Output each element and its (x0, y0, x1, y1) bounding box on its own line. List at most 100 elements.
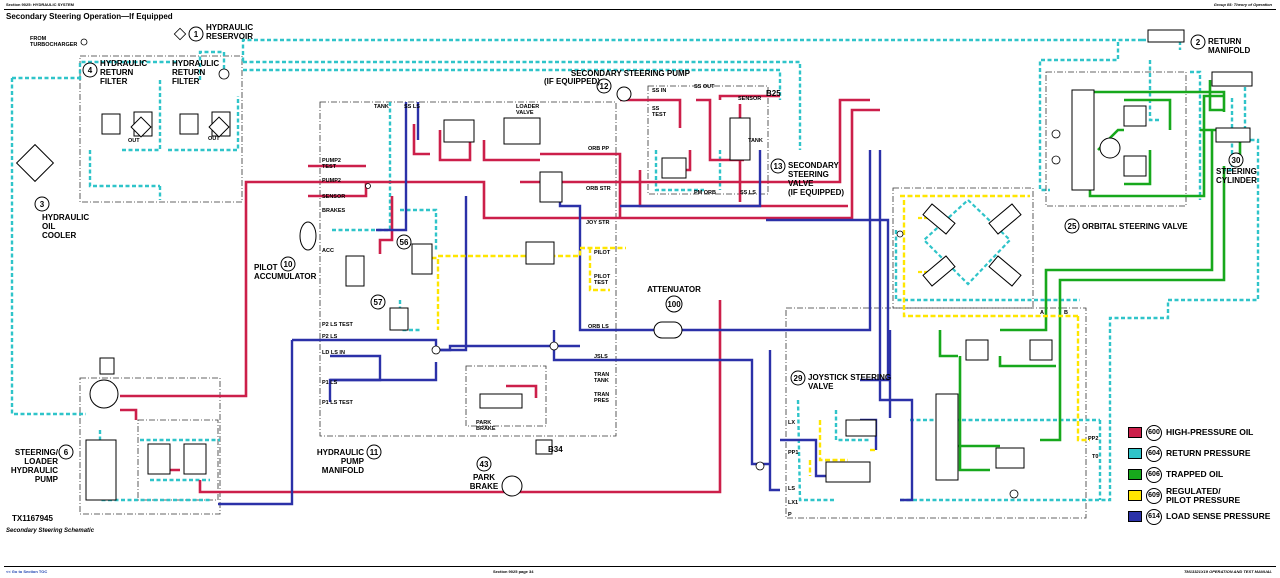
legend-label: RETURN PRESSURE (1166, 448, 1251, 458)
balloon-56: 56 (396, 234, 412, 250)
legend: 600 HIGH-PRESSURE OIL 604 RETURN PRESSUR… (1128, 422, 1270, 527)
legend-number: 604 (1146, 445, 1162, 462)
svg-text:P2 LS: P2 LS (322, 334, 338, 340)
svg-text:P: P (788, 512, 792, 518)
label-orbital-valve: ORBITAL STEERING VALVE (1082, 222, 1188, 231)
svg-text:P1 LS: P1 LS (322, 380, 338, 386)
svg-text:SS LS: SS LS (740, 190, 756, 196)
legend-label: TRAPPED OIL (1166, 469, 1224, 479)
svg-text:PP2: PP2 (1088, 436, 1098, 442)
balloon-3: 3 (34, 196, 50, 212)
balloon-6: 6 (58, 444, 74, 460)
legend-item-pilot: 609 REGULATED/ PILOT PRESSURE (1128, 485, 1270, 506)
footer-rule (4, 566, 1276, 567)
svg-text:P1 LS TEST: P1 LS TEST (322, 400, 354, 406)
svg-text:1: 1 (194, 30, 199, 39)
legend-swatch (1128, 427, 1142, 438)
svg-text:JSLS: JSLS (594, 354, 608, 360)
diverter-valves (922, 203, 1022, 287)
legend-label: HIGH-PRESSURE OIL (1166, 427, 1254, 437)
svg-text:25: 25 (1068, 222, 1077, 231)
footer-page: Section 9025 page 34 (493, 569, 534, 574)
svg-text:SS IN: SS IN (652, 88, 666, 94)
label-out-1: OUT (128, 138, 140, 144)
footer-manual: TM13321X19 OPERATION AND TEST MANUAL (1183, 569, 1272, 574)
legend-swatch (1128, 511, 1142, 522)
legend-number: 614 (1146, 508, 1162, 525)
svg-text:43: 43 (480, 460, 489, 469)
balloon-10: 10 (280, 256, 296, 272)
svg-text:PP1: PP1 (788, 450, 798, 456)
legend-label: LOAD SENSE PRESSURE (1166, 511, 1271, 521)
svg-text:PUMP2: PUMP2 (322, 178, 341, 184)
legend-swatch (1128, 448, 1142, 459)
svg-text:SS OUT: SS OUT (694, 84, 715, 90)
svg-text:ACC: ACC (322, 248, 334, 254)
svg-text:BRAKES: BRAKES (322, 208, 346, 214)
svg-text:6: 6 (64, 448, 69, 457)
balloon-1: 1 (188, 26, 204, 42)
legend-item-return: 604 RETURN PRESSURE (1128, 443, 1270, 464)
svg-text:12: 12 (600, 82, 609, 91)
svg-text:13: 13 (774, 162, 783, 171)
balloon-57: 57 (370, 294, 386, 310)
return-lines (10, 38, 1260, 502)
header-section: Section 9025: HYDRAULIC SYSTEM (6, 2, 75, 7)
component-balloons: 1 2 3 4 6 10 11 12 13 25 29 30 43 56 57 … (34, 26, 1244, 472)
svg-text:PILOT: PILOT (594, 250, 611, 256)
header-rule (4, 9, 1276, 10)
pilot-lines (424, 194, 1090, 476)
component-boundaries (79, 55, 1187, 519)
balloon-2: 2 (1190, 34, 1206, 50)
svg-text:B: B (1064, 310, 1068, 316)
label-secondary-pump: SECONDARY STEERING PUMP(IF EQUIPPED) (544, 69, 691, 86)
svg-text:30: 30 (1232, 156, 1241, 165)
section-toc-link[interactable]: << Go to Section TOC (6, 569, 48, 574)
check-valves (80, 27, 1061, 499)
valve-spools (101, 29, 1253, 483)
svg-text:SS LS: SS LS (404, 104, 420, 110)
svg-text:JOY STR: JOY STR (586, 220, 609, 226)
balloon-12: 12 (596, 78, 612, 94)
legend-item-trapped: 606 TRAPPED OIL (1128, 464, 1270, 485)
svg-text:LX: LX (788, 420, 795, 426)
svg-text:LX1: LX1 (788, 500, 798, 506)
svg-text:ORB PP: ORB PP (588, 146, 609, 152)
legend-number: 600 (1146, 424, 1162, 441)
svg-text:LS: LS (788, 486, 795, 492)
svg-text:3: 3 (40, 200, 45, 209)
page-title: Secondary Steering Operation—If Equipped (6, 12, 173, 21)
legend-number: 609 (1146, 487, 1162, 504)
balloon-4: 4 (82, 62, 98, 78)
label-attenuator: ATTENUATOR (647, 285, 701, 294)
legend-swatch (1128, 469, 1142, 480)
balloon-13: 13 (770, 158, 786, 174)
svg-text:ORB STR: ORB STR (586, 186, 611, 192)
label-b25: B25 (766, 89, 781, 98)
svg-text:P2 LS TEST: P2 LS TEST (322, 322, 354, 328)
figure-caption: Secondary Steering Schematic (6, 528, 95, 534)
svg-text:T0: T0 (1092, 454, 1098, 460)
svg-text:2: 2 (1196, 38, 1201, 47)
legend-label: REGULATED/ PILOT PRESSURE (1166, 485, 1241, 505)
svg-text:4: 4 (88, 66, 93, 75)
balloon-25: 25 (1064, 218, 1080, 234)
svg-text:11: 11 (370, 448, 379, 457)
svg-text:10: 10 (284, 260, 293, 269)
